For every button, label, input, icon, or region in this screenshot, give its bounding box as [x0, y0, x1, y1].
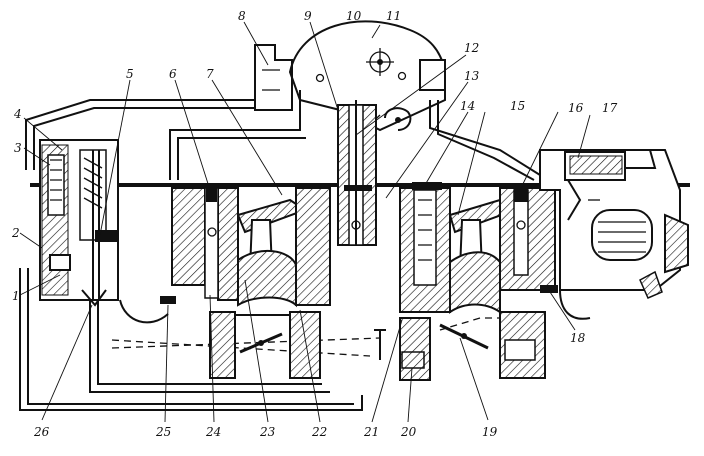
- left-float-chamber: [39, 139, 119, 307]
- part-label-6: 6: [169, 67, 177, 81]
- part-label-1: 1: [12, 289, 20, 303]
- part-label-21: 21: [363, 425, 379, 439]
- part-label-7: 7: [206, 67, 214, 81]
- part-label-19: 19: [482, 425, 498, 439]
- right-float-chamber: [539, 149, 689, 320]
- part-label-2: 2: [11, 226, 20, 240]
- part-label-12: 12: [464, 41, 479, 55]
- top-cover-assembly: [254, 20, 446, 133]
- part-label-3: 3: [14, 141, 22, 155]
- central-jet-tube: [337, 100, 377, 246]
- part-label-23: 23: [259, 425, 276, 439]
- part-label-9: 9: [304, 9, 312, 23]
- part-label-22: 22: [311, 425, 327, 439]
- part-label-5: 5: [126, 67, 134, 81]
- part-label-16: 16: [568, 101, 584, 115]
- part-label-13: 13: [464, 69, 480, 83]
- part-label-8: 8: [238, 9, 246, 23]
- part-label-17: 17: [602, 101, 618, 115]
- primary-barrel: [119, 186, 331, 379]
- part-label-25: 25: [155, 425, 171, 439]
- part-label-4: 4: [13, 107, 22, 121]
- fuel-air-channels: [19, 60, 541, 411]
- part-label-20: 20: [400, 425, 417, 439]
- part-label-11: 11: [386, 9, 401, 23]
- secondary-barrel: [374, 182, 558, 381]
- part-label-14: 14: [460, 99, 475, 113]
- part-label-15: 15: [510, 99, 525, 113]
- part-label-26: 26: [33, 425, 50, 439]
- part-label-24: 24: [205, 425, 221, 439]
- part-label-10: 10: [346, 9, 362, 23]
- leader-lines: [19, 21, 591, 423]
- part-labels: 1 2 3 4 5 6 7 8 9 10 11 12 13 14 15 16 1…: [11, 9, 618, 439]
- part-label-18: 18: [570, 331, 586, 345]
